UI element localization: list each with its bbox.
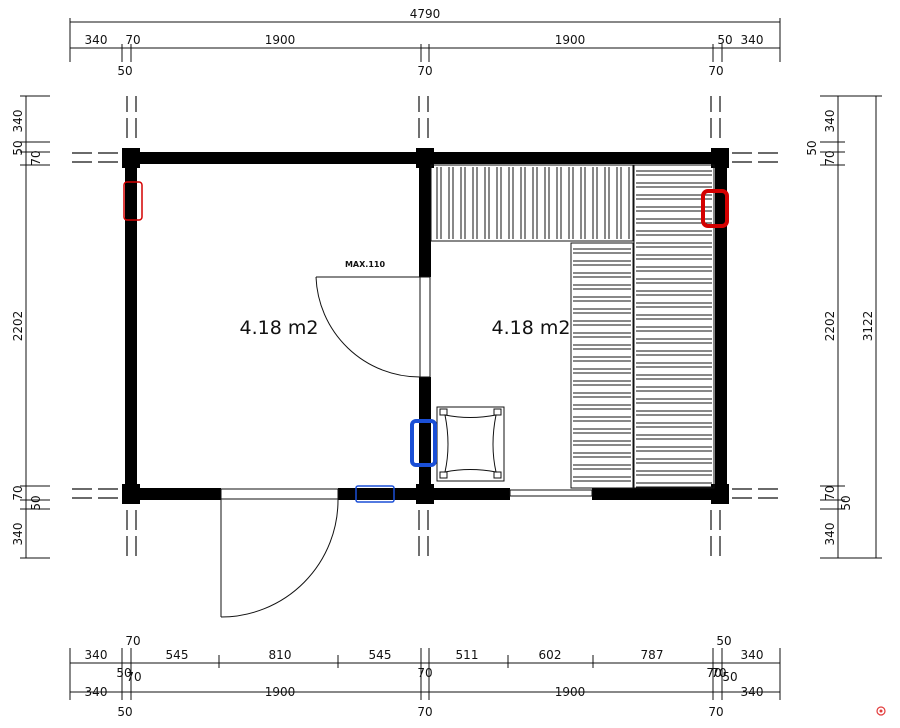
dim-left-50-top: 50 <box>11 140 25 155</box>
window-opening-bottom <box>509 489 593 497</box>
dim-top-50-under: 50 <box>117 64 132 78</box>
doors: MAX.110 <box>220 260 421 618</box>
door-opening-front <box>220 488 339 500</box>
dim-right-overall-3122: 3122 <box>861 311 875 342</box>
dim-left-340-bottom: 340 <box>11 523 25 546</box>
markers <box>123 181 729 503</box>
dim-left-70-bottom: 70 <box>11 485 25 500</box>
openings <box>220 276 593 500</box>
dim-bottom-70-right-mid: 70 <box>711 666 726 680</box>
dim-left-340-top: 340 <box>11 110 25 133</box>
wall-right <box>715 152 727 504</box>
dim-right-2202: 2202 <box>823 311 837 342</box>
bench-lower <box>570 242 634 489</box>
walls <box>122 148 729 504</box>
dim-right-50-top: 50 <box>805 140 819 155</box>
right-dimensions: 340 50 70 2202 70 50 340 3122 <box>805 95 882 559</box>
bench-upper <box>430 164 634 242</box>
wall-bottom-right <box>592 488 727 500</box>
dim-bottom-70-left: 70 <box>125 634 140 648</box>
dim-bottom-340-left: 340 <box>85 648 108 662</box>
bottom-dimensions: 340 70 545 810 545 511 602 787 50 340 50… <box>69 634 781 719</box>
dim-bottom2-340-right: 340 <box>741 685 764 699</box>
dim-bottom2-1900-left: 1900 <box>265 685 296 699</box>
dim-top-50-right: 50 <box>717 33 732 47</box>
dim-top-1900-right: 1900 <box>555 33 586 47</box>
dim-top-340-right: 340 <box>741 33 764 47</box>
dim-bottom3-70-right: 70 <box>708 705 723 719</box>
dim-right-70-top: 70 <box>823 150 837 165</box>
blue-marker-partition <box>410 419 437 467</box>
dim-bottom-50-left-mid: 50 <box>116 666 131 680</box>
dim-left-70-top: 70 <box>29 150 43 165</box>
bench-right <box>633 164 715 489</box>
wall-partition-lower <box>419 377 431 504</box>
room-area-right: 4.18 m2 <box>492 317 571 339</box>
door-opening-partition <box>419 276 431 378</box>
blue-marker-bottom <box>355 485 395 503</box>
dim-top-70-left: 70 <box>125 33 140 47</box>
dim-bottom-545-left: 545 <box>166 648 189 662</box>
dim-overall-width: 4790 <box>410 7 441 21</box>
dim-bottom2-70-mid: 70 <box>417 666 432 680</box>
dim-bottom-602: 602 <box>539 648 562 662</box>
left-dimensions: 340 50 70 2202 70 50 340 <box>11 95 50 559</box>
dim-bottom2-70-left: 70 <box>126 670 141 684</box>
wall-left <box>125 152 137 504</box>
dim-left-2202: 2202 <box>11 311 25 342</box>
dim-top-70-under-mid: 70 <box>417 64 432 78</box>
dim-left-50-bottom: 50 <box>29 495 43 510</box>
dim-top-70-under-right: 70 <box>708 64 723 78</box>
logo-icon <box>876 706 886 716</box>
dim-right-70-bottom: 70 <box>823 485 837 500</box>
dim-bottom2-50-right: 50 <box>722 670 737 684</box>
dim-bottom-50-right: 50 <box>716 634 731 648</box>
dim-right-50-bottom: 50 <box>839 495 853 510</box>
dim-bottom-810: 810 <box>269 648 292 662</box>
dim-bottom3-50: 50 <box>117 705 132 719</box>
axis-dashes <box>72 96 778 556</box>
dim-right-340-top: 340 <box>823 110 837 133</box>
dim-bottom2-70-right: 70 <box>706 666 721 680</box>
wall-bottom-left <box>125 488 221 500</box>
dim-bottom-545-right: 545 <box>369 648 392 662</box>
internal-door-swing <box>315 276 421 378</box>
dim-top-1900-left: 1900 <box>265 33 296 47</box>
dim-bottom-511: 511 <box>456 648 479 662</box>
red-marker-right <box>701 189 729 228</box>
dim-bottom3-70-mid: 70 <box>417 705 432 719</box>
room-area-left: 4.18 m2 <box>240 317 319 339</box>
red-marker-left <box>123 181 143 221</box>
dim-top-340-left: 340 <box>85 33 108 47</box>
dim-bottom2-340-left: 340 <box>85 685 108 699</box>
top-dimensions: 4790 340 70 1900 1900 50 340 50 70 70 <box>69 7 781 78</box>
dim-right-340-bottom: 340 <box>823 523 837 546</box>
front-door-swing <box>220 498 339 618</box>
dim-bottom2-1900-right: 1900 <box>555 685 586 699</box>
dim-bottom-787: 787 <box>641 648 664 662</box>
wall-partition-upper <box>419 152 431 277</box>
door-note: MAX.110 <box>345 260 385 269</box>
dim-bottom-340-right: 340 <box>741 648 764 662</box>
stove <box>436 406 505 482</box>
